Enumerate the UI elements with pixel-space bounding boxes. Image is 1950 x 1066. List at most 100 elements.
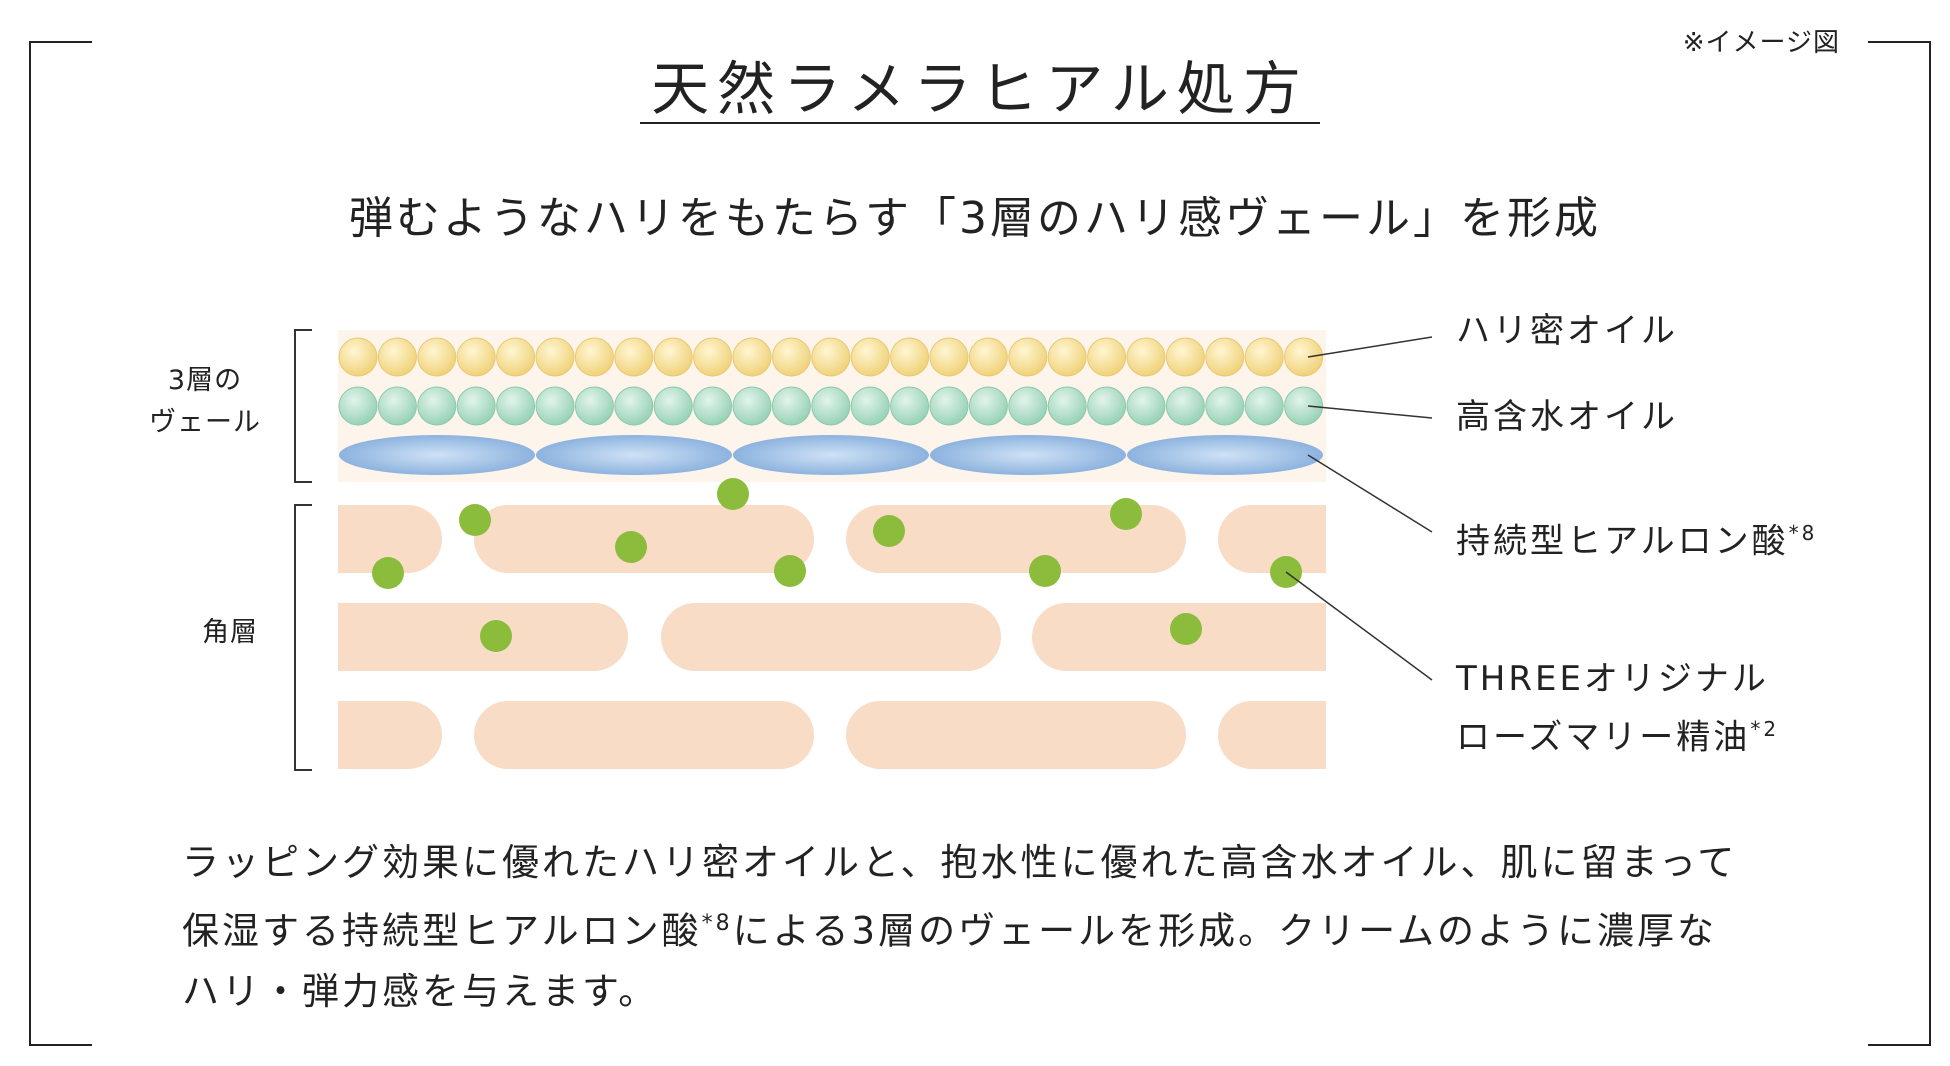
leader-oil2 [1307,405,1433,419]
stratum-cell-edge [338,603,378,671]
label-hyaluronic-sup: *8 [1788,521,1818,545]
stratum-cell-edge [338,701,378,769]
green-oil-bead [1047,386,1087,426]
image-note: ※イメージ図 [1682,28,1840,58]
rosemary-dot [459,504,491,536]
green-oil-bead [1284,386,1324,426]
description-line2: 保湿する持続型ヒアルロン酸*8による3層のヴェールを形成。クリームのように濃厚な [182,893,1802,961]
oil-bead-row-yellow [338,337,1324,377]
rosemary-dot [873,515,905,547]
yellow-oil-bead [614,337,654,377]
title-underline [640,122,1320,124]
frame-brackets [29,41,1931,1046]
green-oil-bead [417,386,457,426]
yellow-oil-bead [693,337,733,377]
yellow-oil-bead [1008,337,1048,377]
yellow-oil-bead [417,337,457,377]
page-title: 天然ラメラヒアル処方 [651,55,1309,123]
stratum-cell [661,603,1001,671]
green-oil-bead [338,386,378,426]
hyaluronic-ellipse [536,435,732,475]
label-rosemary: THREEオリジナル ローズマリー精油*2 [1456,654,1779,762]
leader-hyaluronic [1307,454,1433,533]
green-oil-bead [456,386,496,426]
description-line2a: 保湿する持続型ヒアルロン酸 [182,909,702,953]
yellow-oil-bead [653,337,693,377]
leader-lines [1285,336,1433,681]
yellow-oil-bead [1087,337,1127,377]
label-rosemary-sup: *2 [1750,717,1780,741]
rosemary-dot [615,531,647,563]
yellow-oil-bead [1205,337,1245,377]
yellow-oil-bead [1244,337,1284,377]
yellow-oil-bead [574,337,614,377]
green-oil-bead [811,386,851,426]
page-subtitle: 弾むようなハリをもたらす「3層のハリ感ヴェール」を形成 [348,193,1602,244]
description-line3: ハリ・弾力感を与えます。 [182,970,659,1014]
yellow-oil-bead [811,337,851,377]
rosemary-dot [1110,498,1142,530]
yellow-oil-bead [890,337,930,377]
green-oil-bead [535,386,575,426]
hyaluronic-ellipse [930,435,1126,475]
hyaluronic-ellipse [339,435,535,475]
green-oil-bead [1008,386,1048,426]
yellow-oil-bead [535,337,575,377]
green-oil-bead [968,386,1008,426]
green-oil-bead [850,386,890,426]
hyaluronic-ellipse-row [339,435,1323,475]
description-line1: ラッピング効果に優れたハリ密オイルと、抱水性に優れた高含水オイル、肌に留まって [182,841,1738,884]
leader-oil1 [1307,336,1433,358]
stratum-cell [846,505,1186,573]
green-oil-bead [732,386,772,426]
yellow-oil-bead [1165,337,1205,377]
hyaluronic-ellipse [1127,435,1323,475]
green-oil-bead [574,386,614,426]
veil-side-label: 3層の ヴェール [140,360,270,444]
yellow-oil-bead [771,337,811,377]
green-oil-bead [1205,386,1245,426]
yellow-oil-bead [496,337,536,377]
green-oil-bead [771,386,811,426]
veil-side-label-line1: 3層の [167,365,243,396]
yellow-oil-bead [850,337,890,377]
veil-side-label-line2: ヴェール [149,407,261,438]
yellow-oil-bead [456,337,496,377]
yellow-oil-bead [929,337,969,377]
yellow-oil-bead [968,337,1008,377]
rosemary-dot [774,555,806,587]
yellow-oil-bead [338,337,378,377]
label-rosemary-line1: THREEオリジナル [1456,659,1769,699]
description: ラッピング効果に優れたハリ密オイルと、抱水性に優れた高含水オイル、肌に留まって … [182,832,1802,1022]
green-oil-bead [496,386,536,426]
description-line2b: による3層のヴェールを形成。クリームのように濃厚な [732,909,1717,953]
green-oil-bead [377,386,417,426]
green-oil-bead [1087,386,1127,426]
label-rosemary-line2: ローズマリー精油*2 [1456,704,1779,762]
hyaluronic-ellipse [733,435,929,475]
label-oil2: 高含水オイル [1456,397,1678,437]
rosemary-dot [372,557,404,589]
yellow-oil-bead [1126,337,1166,377]
stratum-cell [474,701,814,769]
stratum-bracket [294,504,312,771]
yellow-oil-bead [1284,337,1324,377]
stratum-cell-edge [338,505,378,573]
stratum-cell-edge [1286,603,1326,671]
green-oil-bead [1244,386,1284,426]
label-rosemary-line2-text: ローズマリー精油 [1456,717,1751,758]
description-line2-sup: *8 [701,911,733,936]
green-oil-bead [890,386,930,426]
green-oil-bead [929,386,969,426]
label-hyaluronic: 持続型ヒアルロン酸*8 [1456,508,1817,566]
stratum-cell [846,701,1186,769]
stratum-side-label: 角層 [202,617,258,648]
label-oil1: ハリ密オイル [1456,311,1678,351]
green-oil-bead [1126,386,1166,426]
yellow-oil-bead [377,337,417,377]
green-oil-bead [653,386,693,426]
green-oil-bead [614,386,654,426]
rosemary-dot [1170,613,1202,645]
veil-bracket [294,329,312,483]
